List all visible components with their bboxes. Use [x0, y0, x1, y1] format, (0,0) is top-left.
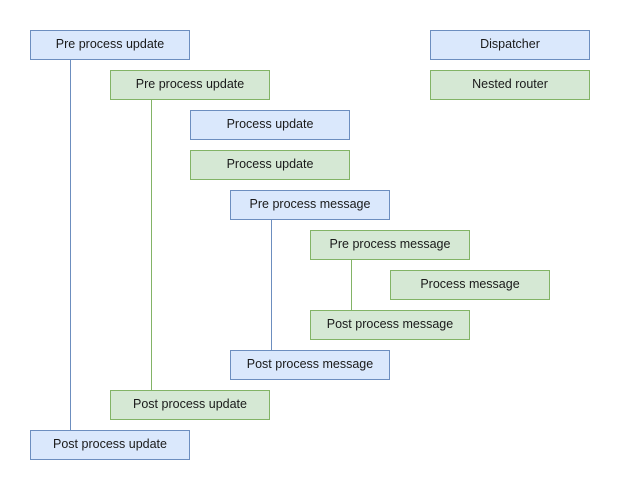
connector-line	[351, 260, 352, 310]
node-post-process-message-router[interactable]: Post process message	[310, 310, 470, 340]
node-pre-process-update-dispatcher[interactable]: Pre process update	[30, 30, 190, 60]
legend-item-dispatcher[interactable]: Dispatcher	[430, 30, 590, 60]
connector-line	[151, 100, 152, 390]
node-post-process-update-dispatcher[interactable]: Post process update	[30, 430, 190, 460]
node-process-update-router[interactable]: Process update	[190, 150, 350, 180]
node-process-message-router[interactable]: Process message	[390, 270, 550, 300]
connector-line	[271, 220, 272, 350]
node-post-process-message-dispatcher[interactable]: Post process message	[230, 350, 390, 380]
node-pre-process-message-dispatcher[interactable]: Pre process message	[230, 190, 390, 220]
node-post-process-update-router[interactable]: Post process update	[110, 390, 270, 420]
node-pre-process-message-router[interactable]: Pre process message	[310, 230, 470, 260]
node-process-update-dispatcher[interactable]: Process update	[190, 110, 350, 140]
legend-item-nested-router[interactable]: Nested router	[430, 70, 590, 100]
node-pre-process-update-router[interactable]: Pre process update	[110, 70, 270, 100]
connector-line	[70, 60, 71, 430]
